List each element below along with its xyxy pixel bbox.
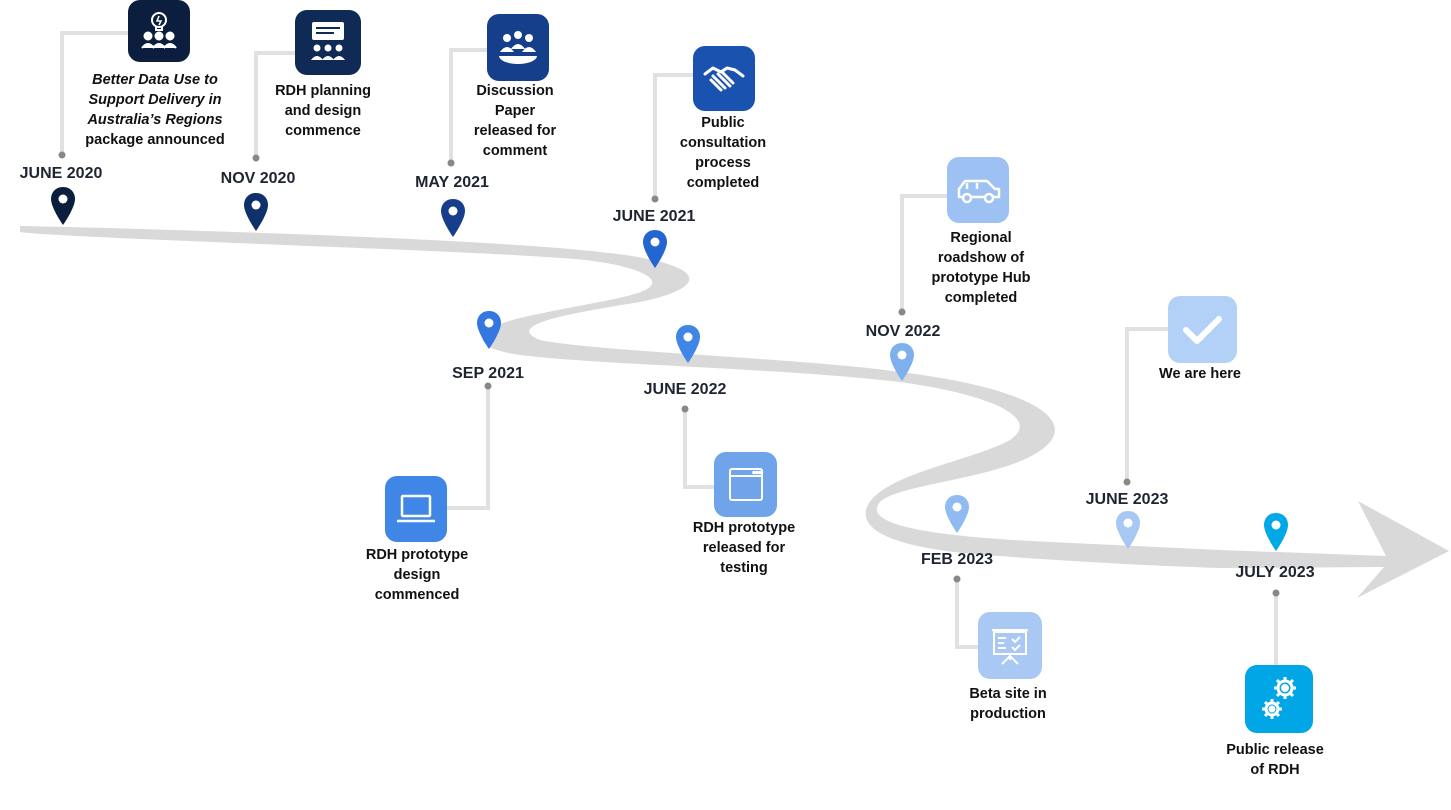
- whiteboard-icon: [978, 612, 1042, 679]
- milestone-label: Public release of RDH: [1226, 742, 1324, 778]
- road-path: [20, 226, 1449, 598]
- milestone-label: RDH prototype design commenced: [365, 547, 469, 603]
- connector-dot: [898, 308, 906, 316]
- milestone-date: MAY 2021: [415, 174, 489, 191]
- milestone-label: We are here: [1159, 366, 1241, 382]
- presentation-group-icon: [295, 10, 361, 75]
- connector-dot: [1123, 478, 1131, 486]
- connector-dot: [252, 154, 260, 162]
- milestone-date: FEB 2023: [920, 551, 994, 568]
- browser-window-icon: [714, 452, 777, 517]
- location-pin-icon: [1264, 513, 1288, 551]
- connector-line: [900, 194, 947, 312]
- milestone-label: Regional roadshow of prototype Hub compl…: [931, 230, 1031, 306]
- gears-icon: [1245, 665, 1313, 733]
- milestone-date: JUNE 2023: [1085, 491, 1169, 508]
- location-pin-icon: [676, 325, 700, 363]
- lightbulb-people-icon: [128, 0, 190, 62]
- connector-line: [653, 73, 693, 199]
- milestone-date: JUNE 2021: [612, 208, 696, 225]
- milestone-date: NOV 2022: [865, 323, 941, 340]
- milestone-date: SEP 2021: [452, 365, 524, 382]
- location-pin-icon: [945, 495, 969, 533]
- location-pin-icon: [477, 311, 501, 349]
- connector-dot: [58, 151, 66, 159]
- connector-dot: [681, 405, 689, 413]
- milestone-date: JUNE 2022: [643, 381, 727, 398]
- milestone-label: RDH planning and design commence: [275, 83, 371, 139]
- laptop-icon: [385, 476, 447, 542]
- location-pin-icon: [51, 187, 75, 225]
- car-icon: [947, 157, 1009, 223]
- checkmark-icon: [1168, 296, 1237, 363]
- connector-dot: [484, 382, 492, 390]
- connector-line: [447, 386, 490, 510]
- location-pin-icon: [441, 199, 465, 237]
- connector-dot: [447, 159, 455, 167]
- location-pin-icon: [643, 230, 667, 268]
- milestone-label: Discussion Paper released for comment: [473, 83, 557, 159]
- milestone-label: Better Data Use to Support Delivery in A…: [85, 72, 225, 148]
- milestone-label: Public consultation process completed: [679, 115, 767, 191]
- connector-line: [1125, 327, 1168, 482]
- location-pin-icon: [890, 343, 914, 381]
- location-pin-icon: [244, 193, 268, 231]
- handshake-icon: [693, 46, 755, 111]
- milestone-label: Beta site in production: [969, 686, 1047, 722]
- milestone-date: JULY 2023: [1235, 564, 1315, 581]
- connector-line: [449, 48, 487, 163]
- connector-line: [254, 51, 295, 158]
- connector-dot: [953, 575, 961, 583]
- milestone-date: JUNE 2020: [19, 165, 103, 182]
- milestone-label: RDH prototype released for testing: [692, 520, 796, 576]
- location-pin-icon: [1116, 511, 1140, 549]
- milestone-date: NOV 2020: [220, 170, 296, 187]
- connector-dot: [651, 195, 659, 203]
- connector-line: [955, 579, 978, 649]
- connector-line: [60, 31, 128, 155]
- connector-line: [683, 409, 714, 489]
- connector-dot: [1272, 589, 1280, 597]
- meeting-group-icon: [487, 14, 549, 81]
